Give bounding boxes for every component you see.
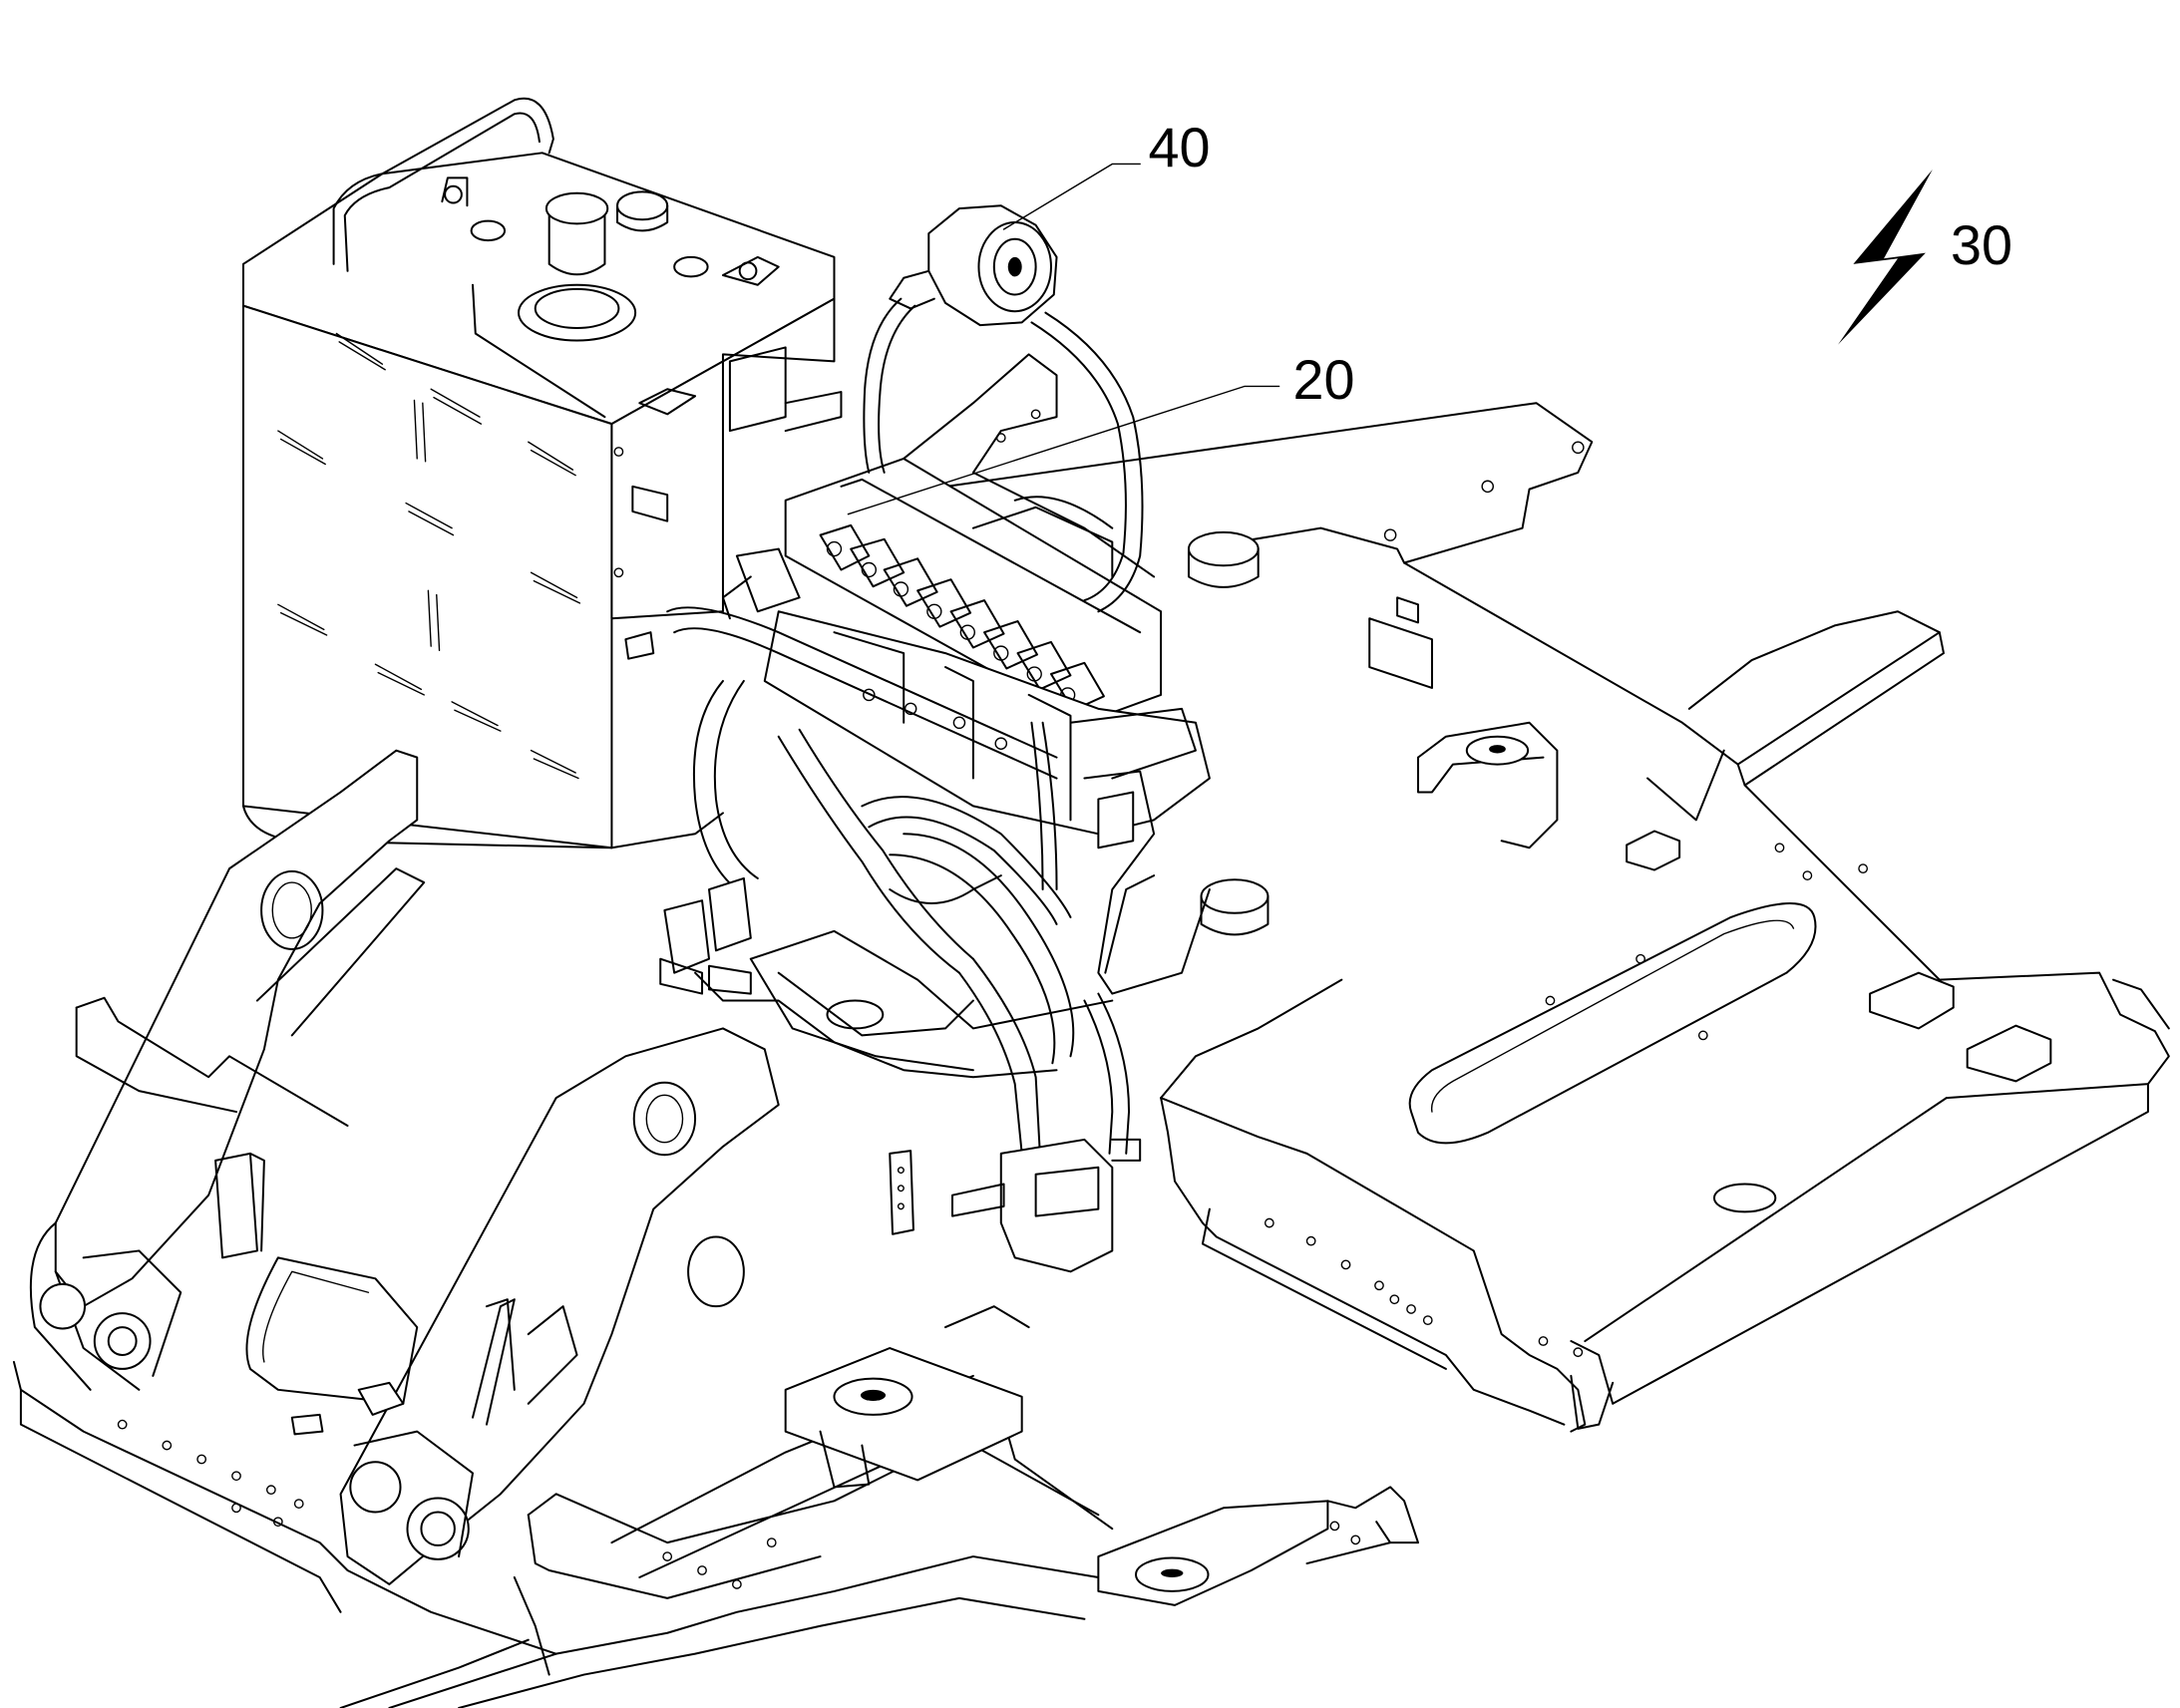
mount-bracket bbox=[904, 354, 1154, 576]
lower-center-frame bbox=[341, 1306, 1418, 1708]
leader-lines bbox=[848, 164, 1278, 513]
lightning-bolt-icon bbox=[1838, 170, 1933, 345]
tilt-sensor bbox=[864, 205, 1142, 611]
reference-numeral-20: 20 bbox=[1293, 349, 1355, 411]
reference-numeral-30: 30 bbox=[1951, 214, 2012, 276]
loader-tower bbox=[14, 751, 779, 1654]
hydraulic-tank bbox=[243, 99, 841, 848]
control-valve-assembly bbox=[660, 459, 1210, 1271]
reference-numeral-40: 40 bbox=[1149, 117, 1211, 178]
right-main-frame bbox=[848, 403, 2168, 1431]
